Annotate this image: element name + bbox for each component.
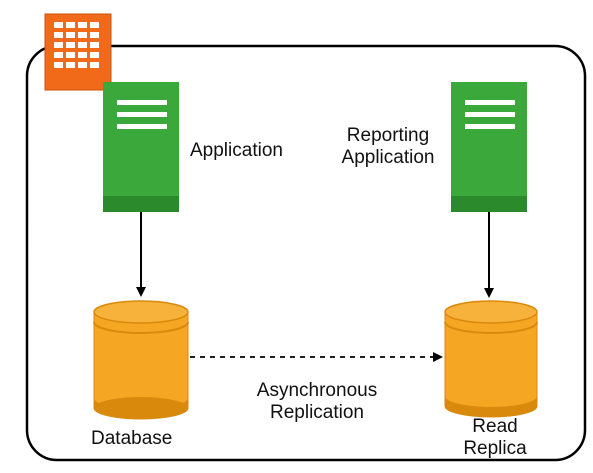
- reporting-label-line1: Reporting: [346, 125, 430, 146]
- application-label: Application: [190, 140, 283, 161]
- read-replica-label-line2: Replica: [463, 438, 527, 459]
- replication-label: Asynchronous Replication: [232, 380, 402, 424]
- database-label: Database: [91, 428, 173, 449]
- reporting-label-line2: Application: [341, 147, 435, 168]
- read-replica-icon: [444, 300, 538, 418]
- read-replica-label-line1: Read: [472, 416, 518, 437]
- region-boundary: [25, 44, 587, 462]
- read-replica-label: Read Replica: [455, 416, 535, 460]
- database-icon: [93, 300, 189, 420]
- reporting-server-icon: [451, 82, 527, 212]
- building-icon: [44, 13, 112, 91]
- reporting-application-label: Reporting Application: [330, 125, 446, 169]
- replication-label-line2: Replication: [270, 402, 364, 423]
- application-server-icon: [103, 82, 179, 212]
- replication-label-line1: Asynchronous: [256, 380, 378, 401]
